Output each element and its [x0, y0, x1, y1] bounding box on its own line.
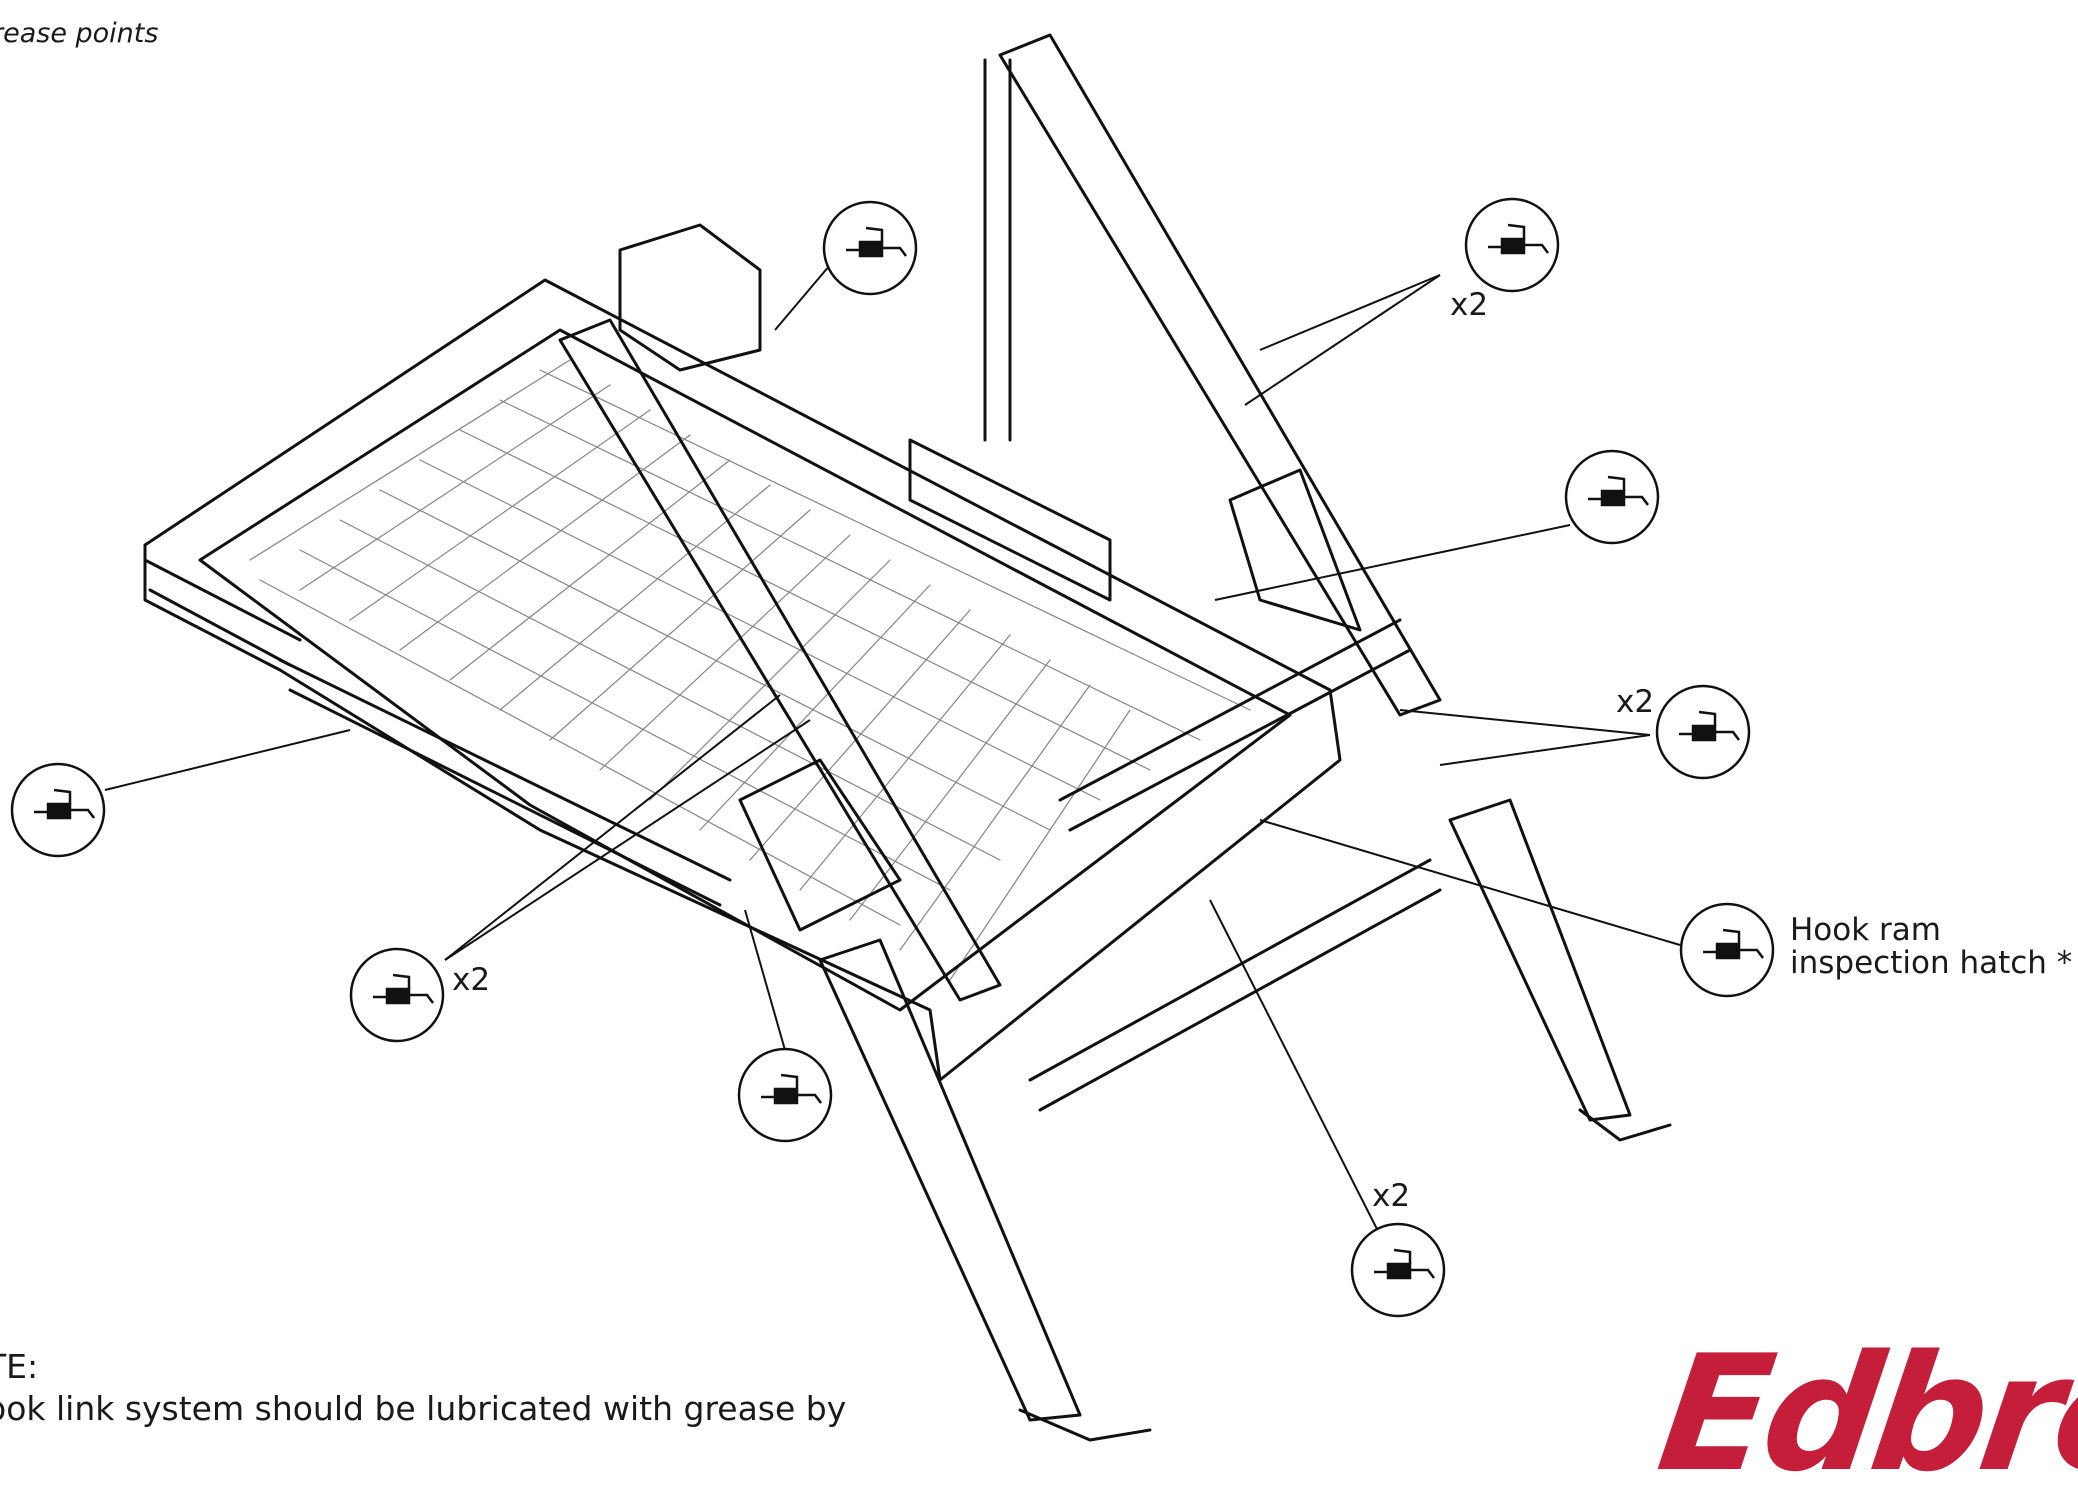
rear-bumper — [143, 558, 302, 667]
page-title: rease points — [0, 18, 159, 49]
grease-gun-icon — [846, 226, 907, 258]
leader-2a — [1259, 274, 1441, 351]
multiplier-label: x2 — [1372, 1178, 1411, 1214]
multiplier-label: x2 — [452, 962, 491, 998]
leader-6 — [104, 729, 351, 791]
frame-inner — [198, 328, 1292, 1012]
grease-point-7 — [349, 947, 445, 1043]
hook-rail — [1028, 858, 1442, 1112]
lubrication-note: TE: ook link system should be lubricated… — [0, 1346, 846, 1430]
leader-2b — [1244, 274, 1441, 406]
right-front-leg-foot — [1578, 1108, 1672, 1142]
grease-gun-icon — [1374, 1248, 1435, 1280]
left-front-leg-foot — [1018, 1408, 1152, 1442]
panel — [908, 438, 1112, 602]
leader-lines — [104, 264, 1681, 1236]
note-heading: TE: — [0, 1347, 39, 1386]
grease-gun-icon — [1488, 223, 1549, 255]
logo-text: Edbro — [1648, 1320, 2078, 1507]
rear-cross-beam — [1058, 618, 1412, 832]
edbro-logo: Edbro — [1649, 1320, 2078, 1507]
leader-7a — [444, 694, 781, 961]
left-arm-bracket — [738, 758, 902, 932]
hook-ram-label: Hook ram inspection hatch * — [1790, 914, 2072, 979]
multiplier-label: x2 — [1616, 684, 1655, 720]
grease-gun-icon — [761, 1073, 822, 1105]
skip-loader-diagram — [10, 33, 1775, 1442]
grease-gun-icon — [1703, 928, 1764, 960]
leader-8 — [744, 909, 786, 1051]
multiplier-label: x2 — [1450, 287, 1489, 323]
left-front-leg — [818, 938, 1082, 1422]
hook-ram-label-line2: inspection hatch * — [1790, 944, 2073, 981]
grease-point-6 — [10, 762, 106, 858]
grease-point-3 — [1564, 449, 1660, 545]
note-text: ook link system should be lubricated wit… — [0, 1389, 847, 1429]
grease-point-5 — [1679, 902, 1775, 998]
grease-point-8 — [737, 1047, 833, 1143]
frame-outline — [143, 278, 1342, 1082]
leader-9 — [1209, 899, 1381, 1236]
leader-5 — [1259, 819, 1681, 946]
grease-point-9 — [1350, 1222, 1446, 1318]
grease-gun-icon — [1588, 475, 1649, 507]
leader-4b — [1439, 734, 1651, 766]
right-front-leg — [1448, 798, 1632, 1122]
grease-point-2 — [1464, 197, 1560, 293]
right-arm-bracket — [1228, 468, 1362, 632]
right-lift-arm — [998, 33, 1442, 717]
grease-gun-icon — [373, 973, 434, 1005]
grease-gun-icon — [1679, 710, 1740, 742]
grease-points — [10, 197, 1775, 1318]
leader-1 — [774, 264, 831, 331]
leader-4a — [1399, 709, 1651, 736]
left-lift-arm — [558, 318, 1002, 1002]
control-box — [618, 223, 762, 372]
hook-ram-label-line1: Hook ram — [1790, 912, 1941, 948]
grease-point-4 — [1655, 684, 1751, 780]
leader-3 — [1214, 524, 1571, 601]
side-cylinder — [278, 658, 732, 907]
leader-7b — [444, 719, 811, 961]
frame-mesh — [249, 359, 1251, 981]
grease-gun-icon — [34, 788, 95, 820]
grease-point-1 — [822, 200, 918, 296]
